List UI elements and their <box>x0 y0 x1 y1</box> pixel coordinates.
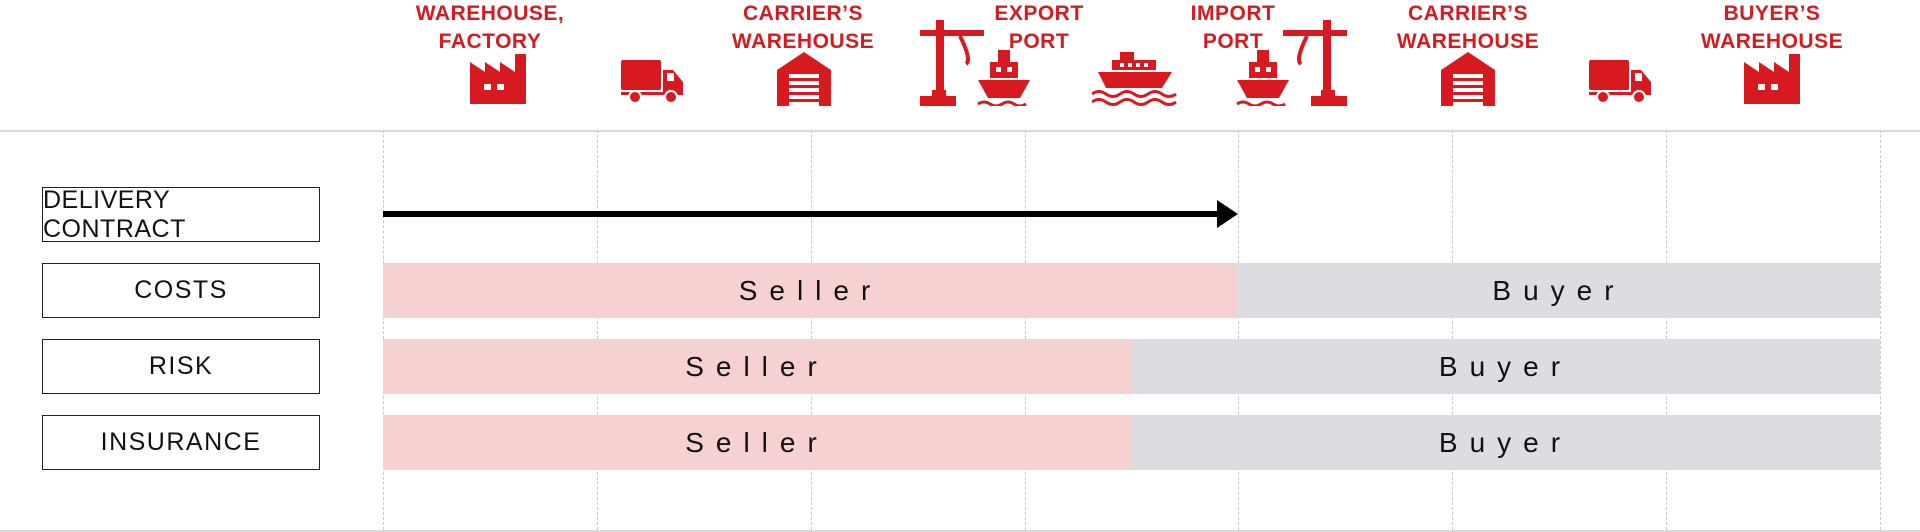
label-warehouse-factory: WAREHOUSE, FACTORY <box>415 2 565 53</box>
insurance-seller-band: Seller <box>383 415 1131 470</box>
grid-line <box>1025 130 1026 530</box>
ship-crane-icon <box>1236 20 1347 106</box>
costs-buyer-band: Buyer <box>1238 263 1880 318</box>
row-label-insurance: INSURANCE <box>42 415 320 470</box>
label-export-port: EXPORT PORT <box>994 2 1084 53</box>
label-carriers-warehouse-2: CARRIER’S WAREHOUSE <box>1396 2 1540 53</box>
grid-line <box>383 130 384 530</box>
grid-line <box>811 130 812 530</box>
label-buyers-warehouse: BUYER’S WAREHOUSE <box>1700 2 1844 53</box>
crane-ship-icon <box>920 20 1030 106</box>
header-divider <box>0 130 1920 132</box>
grid-line <box>1880 130 1881 530</box>
grid-line <box>597 130 598 530</box>
delivery-contract-arrow <box>383 200 1238 228</box>
insurance-buyer-band: Buyer <box>1131 415 1880 470</box>
risk-seller-band: Seller <box>383 339 1131 394</box>
risk-buyer-band: Buyer <box>1131 339 1880 394</box>
grid-line <box>1452 130 1453 530</box>
label-carriers-warehouse-1: CARRIER’S WAREHOUSE <box>731 2 875 53</box>
grid-line <box>1666 130 1667 530</box>
warehouse-icon <box>777 52 831 106</box>
factory-icon <box>1744 54 1800 104</box>
row-label-risk: RISK <box>42 339 320 394</box>
truck-icon <box>1589 60 1651 104</box>
warehouse-icon <box>1441 52 1495 106</box>
row-label-costs: COSTS <box>42 263 320 318</box>
factory-icon <box>470 54 526 104</box>
ship-icon <box>1092 52 1177 106</box>
label-import-port: IMPORT PORT <box>1190 2 1276 53</box>
footer-divider <box>0 530 1920 532</box>
row-label-delivery-contract: DELIVERY CONTRACT <box>42 186 320 243</box>
truck-icon <box>621 60 683 104</box>
grid-line <box>1238 130 1239 530</box>
costs-seller-band: Seller <box>383 263 1238 318</box>
